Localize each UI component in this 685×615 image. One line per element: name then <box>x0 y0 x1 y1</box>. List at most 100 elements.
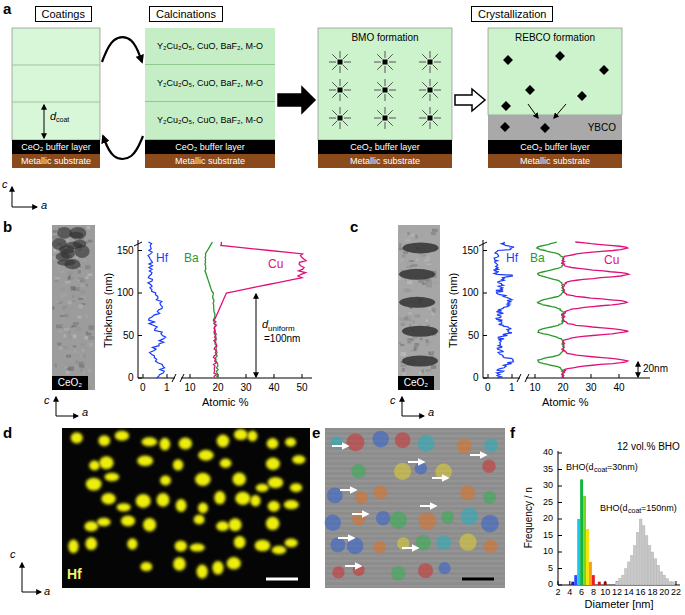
tem-texture <box>420 338 423 340</box>
bmo-nucleus <box>383 60 388 65</box>
dimension-subscript: uniform <box>268 324 295 333</box>
bho-particle-marker <box>330 537 345 552</box>
tem-texture <box>84 336 87 339</box>
bmo-particle <box>525 85 535 95</box>
pointer-arrow <box>352 513 368 515</box>
hf-particle <box>136 494 151 508</box>
hf-particle <box>179 438 192 450</box>
step-heading: Crystallization <box>471 6 553 22</box>
pointer-arrow <box>340 489 356 491</box>
growth-ray <box>388 65 393 70</box>
tick-mark <box>591 374 592 378</box>
tick-label: 40 <box>543 447 553 457</box>
hf-particle <box>232 472 245 485</box>
process-arrow <box>278 87 315 113</box>
calcined-layer: Y₂Cu₂O₅, CuO, BaF₂, M-O <box>145 65 275 102</box>
tem-texture <box>56 325 62 329</box>
tem-texture <box>399 318 405 321</box>
bmo-particle <box>599 65 609 75</box>
tem-texture <box>58 330 62 332</box>
bmo-particle <box>501 101 511 111</box>
tem-texture <box>411 339 414 341</box>
process-column: CoatingsCeO₂ buffer layerMetallic substr… <box>12 4 100 168</box>
lattice-fringe <box>325 501 505 502</box>
scale-bar <box>266 578 298 581</box>
tem-texture <box>66 364 71 367</box>
bmo-particle <box>577 91 587 101</box>
histogram-bar <box>586 529 589 585</box>
panel-letter: c <box>350 218 358 235</box>
layer-label: YBCO <box>488 115 622 140</box>
hf-particle <box>256 484 269 492</box>
lattice-fringe <box>325 456 505 457</box>
layer-label: Metallic substrate <box>145 154 275 168</box>
panel-letter: a <box>3 0 11 17</box>
histogram-bar <box>604 582 607 585</box>
axis-letter: c <box>390 394 396 407</box>
growth-ray <box>422 121 427 126</box>
hf-particle <box>104 473 119 481</box>
tem-dark-band <box>403 242 439 253</box>
tem-texture <box>407 280 412 284</box>
histogram-bar <box>639 519 642 585</box>
cycle-arrow <box>102 37 142 62</box>
tick-mark <box>138 335 142 336</box>
hf-particle <box>98 435 110 446</box>
tem-texture <box>400 344 404 346</box>
tem-texture <box>424 239 427 243</box>
axis-arrow <box>12 207 37 208</box>
hf-particle <box>141 437 157 446</box>
tem-texture <box>415 235 417 239</box>
tem-texture <box>87 273 92 276</box>
axis-title: Frequency / n <box>522 487 534 548</box>
growth-ray <box>374 90 381 91</box>
chart-note: 12 vol.% BHO <box>617 441 680 453</box>
tick-mark <box>558 486 562 487</box>
tick-mark <box>138 250 142 251</box>
substrate-layer: Metallic substrate <box>318 154 452 168</box>
growth-ray <box>377 121 382 126</box>
hf-particle <box>157 493 170 507</box>
tick-mark <box>483 378 487 379</box>
tick-mark <box>558 453 562 454</box>
layer-label: CeO₂ <box>52 376 88 390</box>
bho-particle-marker <box>461 508 478 525</box>
histogram-bar <box>654 559 657 585</box>
growth-ray <box>422 82 427 87</box>
axis-letter: a <box>41 199 47 212</box>
tick-label: 10 <box>530 382 541 394</box>
histogram-bar <box>598 582 601 585</box>
bho-particle-marker <box>391 566 405 580</box>
bho-particle-marker <box>418 563 433 578</box>
growth-ray <box>385 66 386 73</box>
bho-particle-marker <box>460 485 475 500</box>
tem-texture <box>87 226 91 229</box>
tem-texture <box>87 333 92 335</box>
tick-label: 6 <box>579 587 584 597</box>
tem-texture <box>85 344 89 348</box>
tem-texture <box>63 307 65 310</box>
histogram-bar <box>619 578 622 585</box>
tem-texture <box>410 230 413 233</box>
tick-mark <box>558 502 562 503</box>
tick-mark <box>605 581 606 585</box>
lattice-fringe <box>325 491 505 492</box>
tem-texture <box>68 271 74 274</box>
dimension-arrow <box>256 294 257 377</box>
tem-texture <box>415 314 421 317</box>
pointer-arrow <box>345 565 361 567</box>
growth-ray <box>343 65 348 70</box>
axis-letter: c <box>10 548 16 561</box>
growth-ray <box>430 122 431 129</box>
calcined-layer: Y₂Cu₂O₅, CuO, BaF₂, M-O <box>145 28 275 65</box>
axis-break <box>517 374 521 382</box>
tick-label: 50 <box>123 330 134 342</box>
growth-ray <box>388 93 393 98</box>
series-label: Hf <box>506 252 518 266</box>
tem-texture <box>65 281 71 283</box>
growth-arrow <box>528 104 538 118</box>
y-axis <box>558 451 559 585</box>
growth-ray <box>433 54 438 59</box>
histogram-bar <box>642 526 645 585</box>
